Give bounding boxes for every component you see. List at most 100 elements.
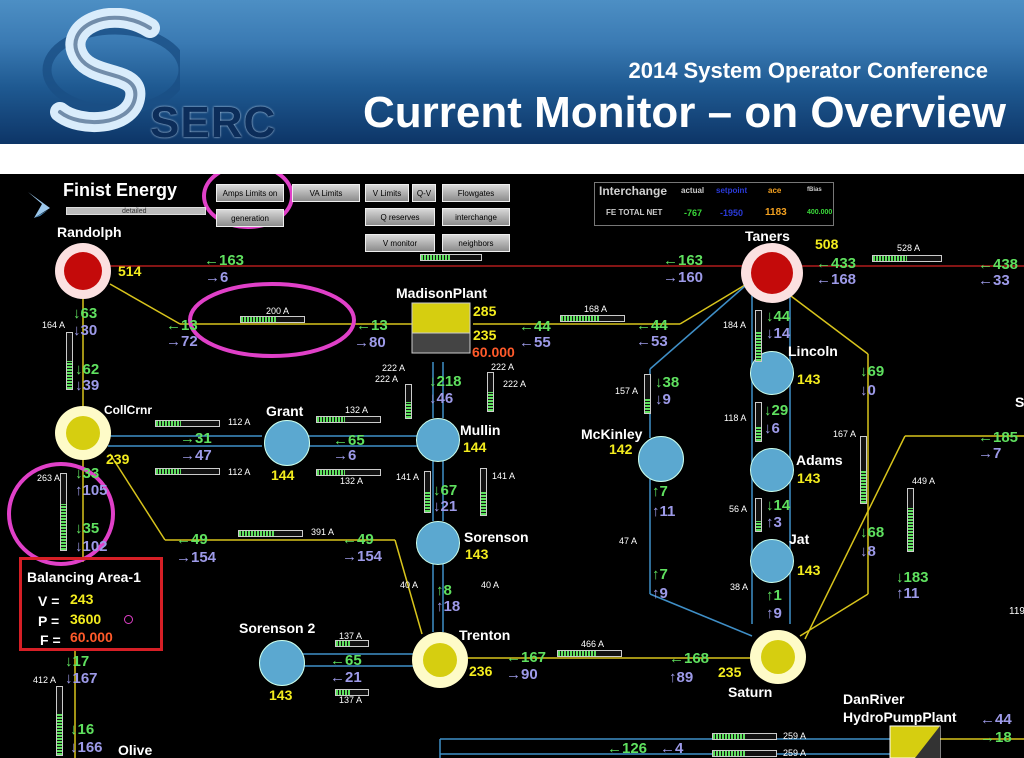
interchange-setpoint: -1950 xyxy=(720,208,744,218)
line-taners-mckinley xyxy=(649,285,746,370)
flowgates-button[interactable]: Flowgates xyxy=(442,184,510,202)
madison-plant-bottom xyxy=(411,332,471,354)
station-taners-core xyxy=(751,252,793,294)
amps-bar-fill xyxy=(241,317,276,322)
flow-label: ↓21 xyxy=(433,498,458,515)
v-limits-button[interactable]: V Limits xyxy=(365,184,409,202)
mckinley-voltage: 142 xyxy=(609,441,633,457)
station-grant[interactable] xyxy=(264,420,310,466)
flow-label: ↓14 xyxy=(766,325,791,342)
amps-bar-fill xyxy=(336,641,351,646)
trenton-voltage: 236 xyxy=(469,663,493,679)
interchange-table xyxy=(594,182,834,226)
amps-label: 40 A xyxy=(400,580,419,590)
amps-label: 112 A xyxy=(228,417,251,427)
ba-title: Balancing Area-1 xyxy=(27,569,141,585)
lincoln-voltage: 143 xyxy=(797,371,821,387)
flow-label: ←49 xyxy=(176,531,208,548)
flow-label: ←44 xyxy=(980,711,1012,728)
amps-label: 263 A xyxy=(37,473,61,483)
flow-label: ←44 xyxy=(519,318,551,335)
interchange-button[interactable]: interchange xyxy=(442,208,510,226)
amps-vbar-141a-right xyxy=(480,468,487,516)
amps-bar-fill xyxy=(425,492,430,512)
amps-bar-fill xyxy=(67,361,72,389)
flow-label: ↓0 xyxy=(860,382,876,399)
station-mckinley[interactable] xyxy=(638,436,684,482)
amps-vbar-263a xyxy=(60,473,67,551)
flow-label: ↓166 xyxy=(70,739,103,756)
amps-bar-fill xyxy=(908,507,913,551)
generation-button[interactable]: generation xyxy=(216,209,284,227)
flow-label: ←168 xyxy=(816,271,857,288)
amps-bar-fill xyxy=(239,531,274,536)
jat-name: Jat xyxy=(789,531,810,547)
amps-limits-button[interactable]: Amps Limits on xyxy=(216,184,284,202)
flow-label: ↓35 xyxy=(75,520,100,537)
q-reserves-button[interactable]: Q reserves xyxy=(365,208,435,226)
line-collcrnr-diag xyxy=(109,453,166,541)
detailed-tab-label: detailed xyxy=(122,208,147,215)
qv-button[interactable]: Q-V xyxy=(412,184,436,202)
flow-label: ↑7 xyxy=(652,566,668,583)
neighbors-button[interactable]: neighbors xyxy=(442,234,510,252)
station-adams[interactable] xyxy=(750,448,794,492)
interchange-col-fbias: fBias xyxy=(807,187,822,193)
v-monitor-button[interactable]: V monitor xyxy=(365,234,435,252)
flow-label: ↓6 xyxy=(764,420,780,437)
amps-bar-fill xyxy=(156,421,182,426)
amps-label: 391 A xyxy=(311,527,335,537)
madison-top-bar-fill xyxy=(421,255,451,260)
flow-label: ←65 xyxy=(330,652,362,669)
taners-name: Taners xyxy=(745,228,790,244)
madison-name: MadisonPlant xyxy=(396,285,488,301)
va-limits-button[interactable]: VA Limits xyxy=(292,184,360,202)
collcrnr-voltage: 239 xyxy=(106,451,130,467)
flow-label: ↓16 xyxy=(70,721,95,738)
amps-bar-132a-top xyxy=(316,416,381,423)
station-mullin[interactable] xyxy=(416,418,460,462)
flow-label: →47 xyxy=(180,447,212,464)
amps-label: 466 A xyxy=(581,639,605,649)
flow-label: ↑89 xyxy=(669,669,694,686)
line-randolph-diag xyxy=(109,283,181,325)
ba-p-value: 3600 xyxy=(70,611,102,627)
amps-vbar-222a-left xyxy=(405,384,412,419)
amps-label: 259 A xyxy=(783,731,807,741)
amps-bar-fill xyxy=(406,401,411,418)
amps-label: 132 A xyxy=(345,405,369,415)
grant-name: Grant xyxy=(266,403,304,419)
station-jat[interactable] xyxy=(750,539,794,583)
amps-bar-fill xyxy=(561,316,599,321)
serc-logo-text: SERC xyxy=(150,98,277,144)
flow-label: ←53 xyxy=(636,333,668,350)
flow-label: →6 xyxy=(333,447,357,464)
company-name: Finist Energy xyxy=(63,180,178,200)
amps-label: 118 A xyxy=(724,413,747,423)
amps-label: 184 A xyxy=(723,320,747,330)
flow-label: ↑18 xyxy=(436,598,461,615)
amps-bar-fill xyxy=(156,469,182,474)
sorenson-voltage: 143 xyxy=(465,546,489,562)
line-right-saturn xyxy=(799,593,869,637)
flow-label: ←168 xyxy=(669,650,710,667)
flow-label: →7 xyxy=(978,445,1002,462)
flow-label: ↓167 xyxy=(65,670,98,687)
interchange-ace: 1183 xyxy=(765,207,787,218)
flow-label: ←44 xyxy=(636,317,668,334)
flow-label: →18 xyxy=(980,729,1012,746)
amps-bar-112a-top xyxy=(155,420,220,427)
flow-label: →154 xyxy=(342,548,383,565)
balancing-area-box[interactable] xyxy=(19,557,163,651)
station-sorenson2[interactable] xyxy=(259,640,305,686)
flow-label: ←185 xyxy=(978,429,1019,446)
flow-label: ←13 xyxy=(356,317,388,334)
amps-bar-fill xyxy=(645,397,650,413)
amps-vbar-412a xyxy=(56,686,63,756)
station-sorenson[interactable] xyxy=(416,521,460,565)
detailed-tab[interactable] xyxy=(66,207,206,215)
station-saturn-core xyxy=(761,640,795,674)
flow-label: ←163 xyxy=(663,252,704,269)
flow-label: →90 xyxy=(506,666,538,683)
flow-label: ↑105 xyxy=(75,482,108,499)
